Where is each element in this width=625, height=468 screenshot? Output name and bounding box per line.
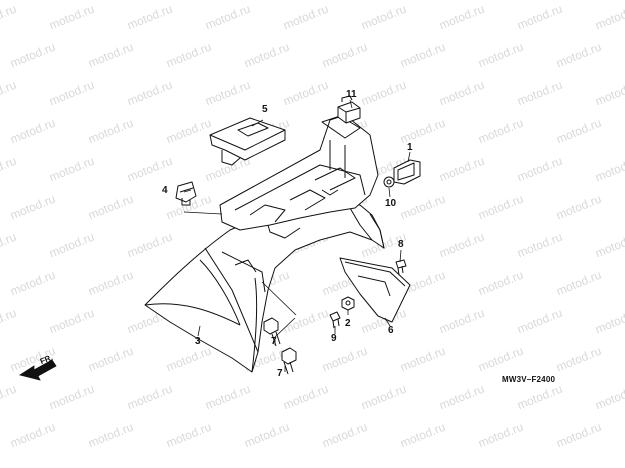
callout-8: 8 (398, 239, 404, 250)
tray-cover-part[interactable] (209, 117, 286, 166)
tray-rack-part[interactable] (219, 114, 379, 231)
clip-connector-part[interactable] (175, 181, 197, 206)
callout-4: 4 (162, 185, 168, 196)
bolt-part-9[interactable] (329, 311, 341, 329)
callout-9: 9 (331, 333, 337, 344)
reflector-part[interactable] (393, 159, 421, 185)
front-direction-arrow-icon (19, 359, 57, 381)
relay-block-part[interactable] (337, 95, 361, 124)
callout-1: 1 (407, 142, 413, 153)
bolt-part-7b[interactable] (281, 347, 297, 375)
side-cover-part[interactable] (339, 257, 411, 323)
callout-5: 5 (262, 104, 268, 115)
callout-3: 3 (195, 336, 201, 347)
callout-7a: 7 (271, 336, 277, 347)
callout-11: 11 (346, 89, 357, 100)
callout-6: 6 (388, 325, 394, 336)
callout-2: 2 (345, 318, 351, 329)
leader-lines (183, 99, 411, 372)
screw-part-8[interactable] (395, 259, 407, 276)
bolt-part-7a[interactable] (263, 317, 281, 347)
callout-7b: 7 (277, 368, 283, 379)
diagram-code: MW3V–F2400 (502, 375, 556, 384)
grommet-nut-part[interactable] (383, 176, 395, 188)
nut-part-2[interactable] (341, 296, 355, 311)
callout-10: 10 (385, 198, 397, 209)
